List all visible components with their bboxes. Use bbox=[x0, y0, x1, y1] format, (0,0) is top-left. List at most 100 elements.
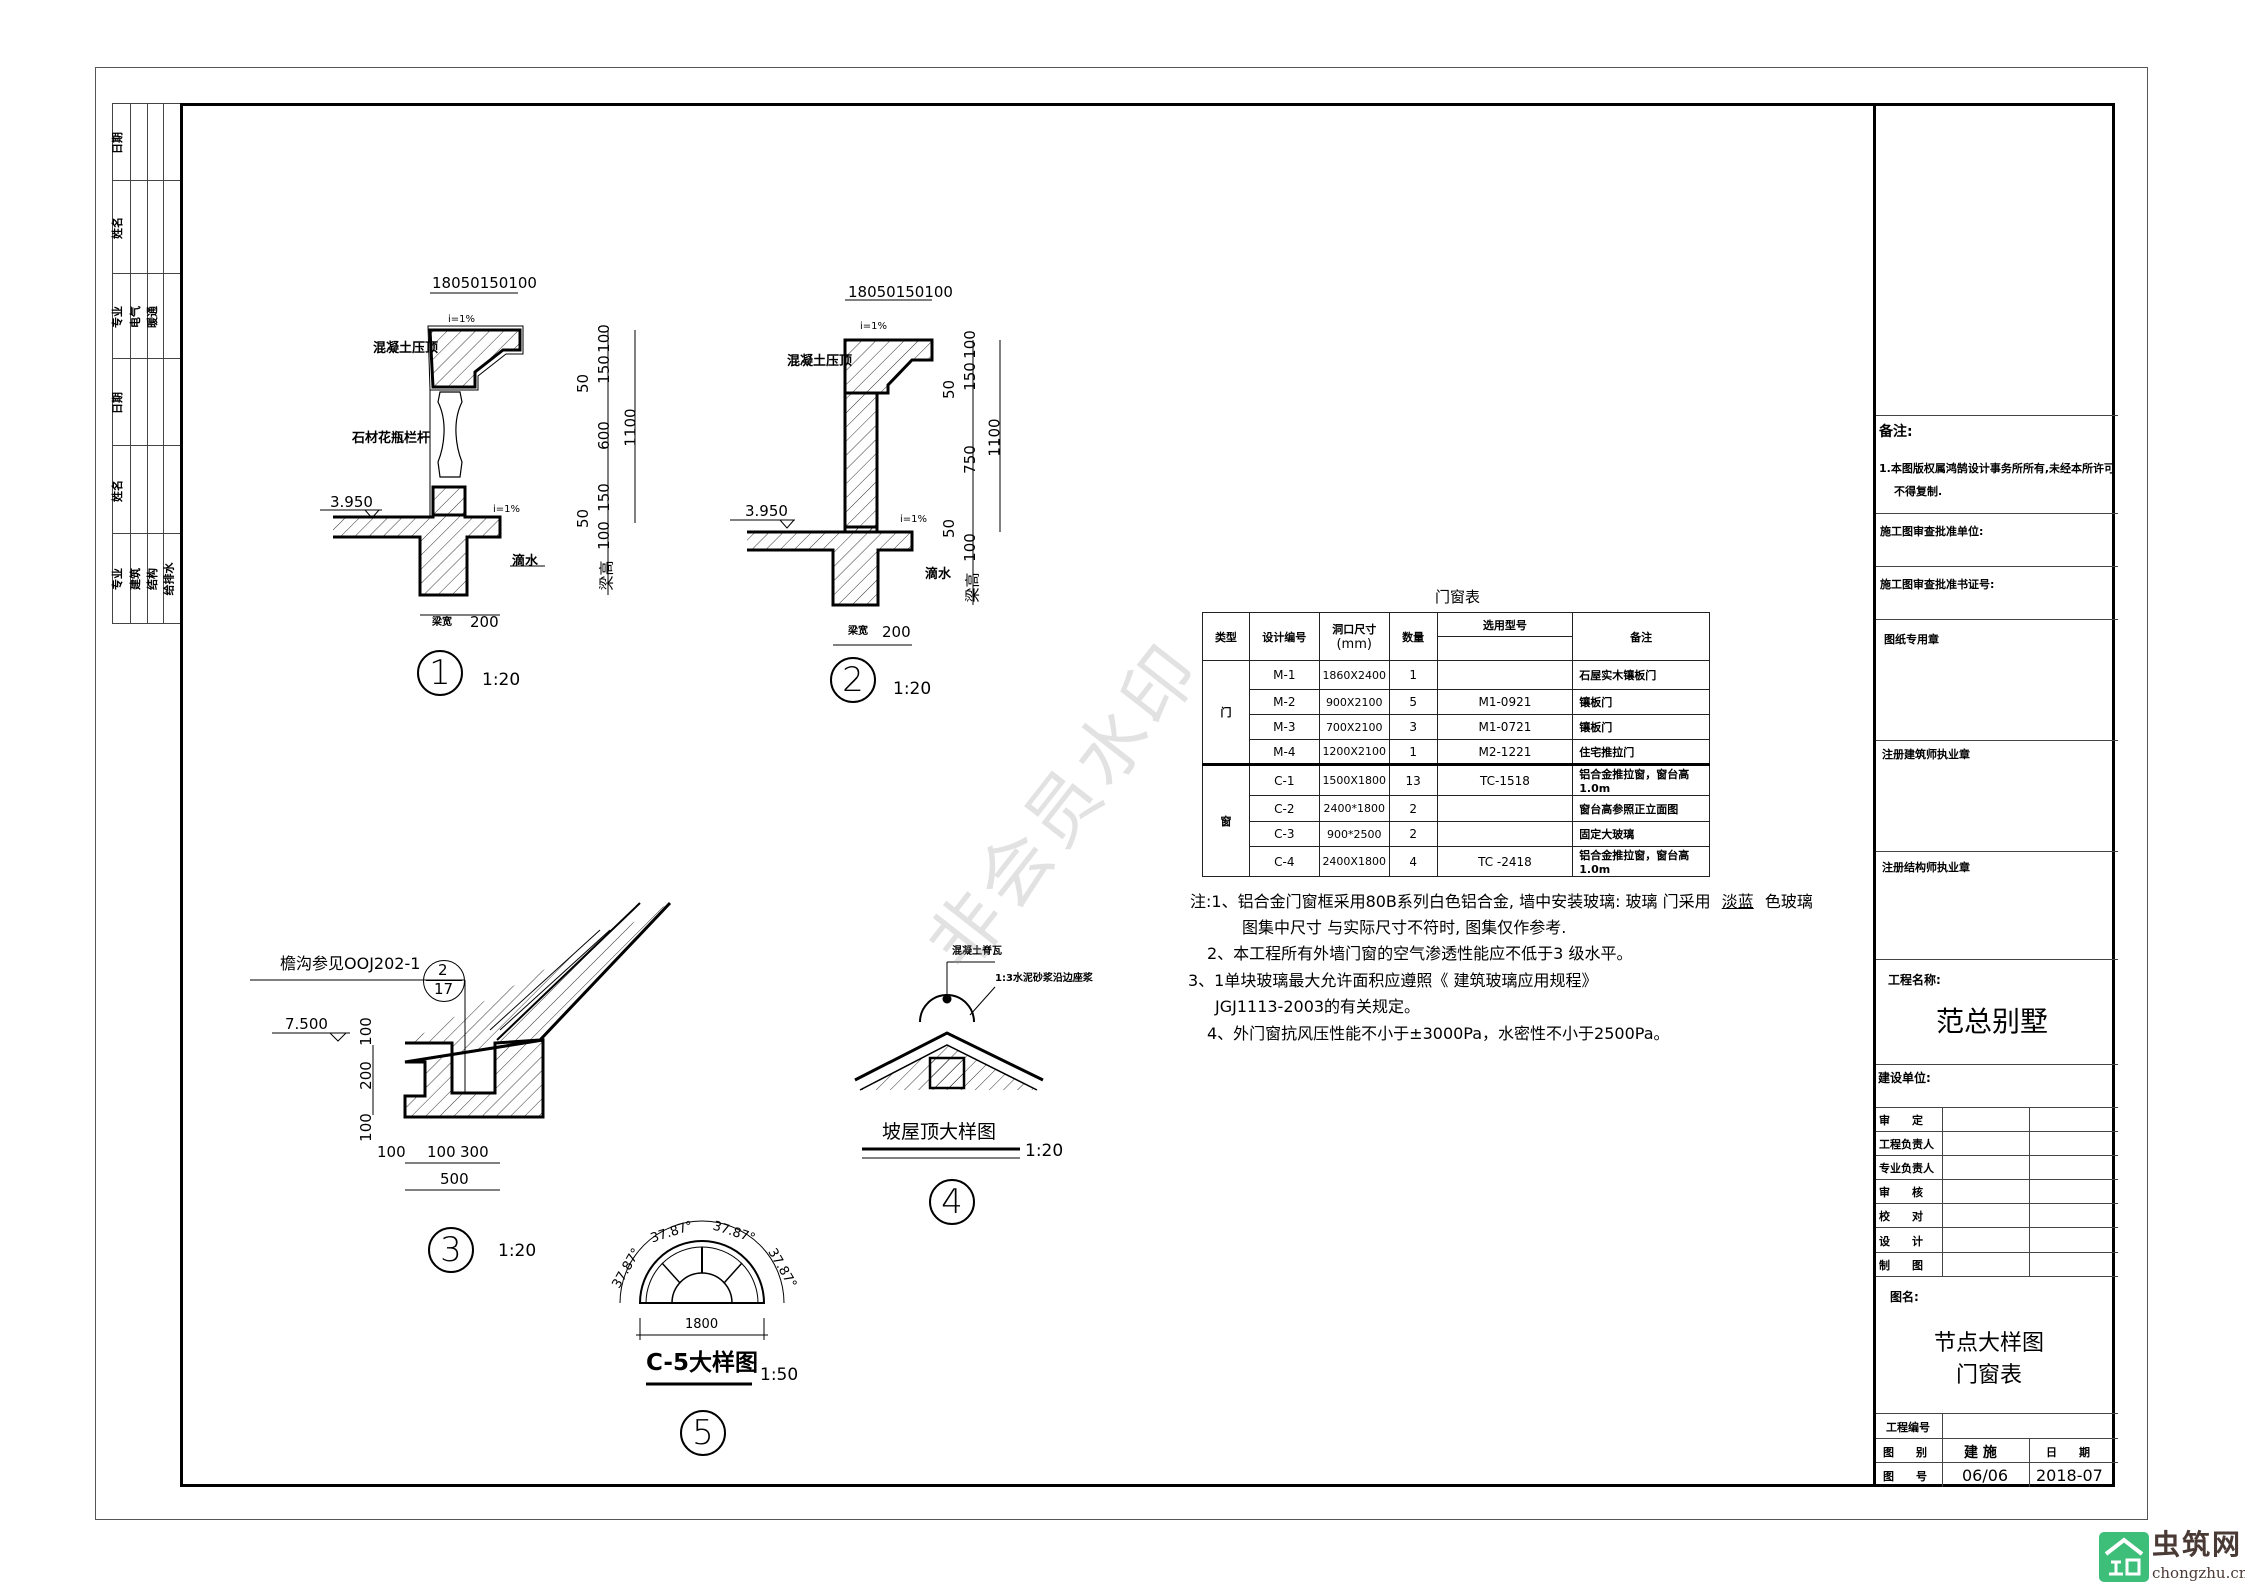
model-cell: TC -2418 bbox=[1436, 846, 1574, 877]
detail5-title: C-5大样图 bbox=[646, 1350, 758, 1376]
date-label: 日 期 bbox=[2046, 1446, 2090, 1459]
reference-bubble: 2 17 bbox=[423, 960, 465, 1002]
qty-cell: 1 bbox=[1388, 739, 1438, 766]
detail2-top-dims: 18050150100 bbox=[848, 283, 953, 301]
detail3-total: 500 bbox=[440, 1170, 469, 1188]
detail1-drip-label: 滴水 bbox=[512, 554, 539, 569]
detail2-total: 1100 bbox=[985, 418, 1004, 457]
detail2-beam-height: 梁高 bbox=[963, 572, 982, 603]
category-value: 建 施 bbox=[1964, 1445, 1997, 1461]
detail1-beam-height: 梁高 bbox=[597, 560, 616, 591]
detail1-dim: 150 bbox=[594, 483, 613, 512]
glass-color: 淡蓝 bbox=[1721, 892, 1754, 911]
sign-row-label: 制 图 bbox=[1879, 1259, 1923, 1272]
logo-url: chongzhu.cn bbox=[2152, 1564, 2245, 1582]
sign-row-label: 校 对 bbox=[1879, 1210, 1923, 1223]
structural-seal-label: 注册结构师执业章 bbox=[1882, 861, 1970, 874]
note-2: 2、本工程所有外墙门窗的空气渗透性能应不低于3 级水平。 bbox=[1207, 944, 1633, 963]
type-cell: 窗 bbox=[1202, 764, 1250, 877]
note-4: 4、外门窗抗风压性能不小于±3000Pa，水密性不小于2500Pa。 bbox=[1207, 1024, 1670, 1043]
type-cell: 门 bbox=[1202, 660, 1250, 766]
detail-1-section bbox=[320, 292, 636, 616]
qty-cell: 2 bbox=[1388, 821, 1438, 847]
remark-cell: 镶板门 bbox=[1572, 714, 1710, 740]
detail2-slope2: i=1% bbox=[900, 514, 928, 525]
detail-3-gutter bbox=[250, 901, 672, 1191]
detail2-slope: i=1% bbox=[860, 321, 888, 332]
sign-row-label: 工程负责人 bbox=[1879, 1138, 1934, 1151]
size-cell: 900*2500 bbox=[1318, 821, 1390, 847]
project-name-label: 工程名称: bbox=[1888, 973, 1941, 987]
remark-cell: 住宅推拉门 bbox=[1572, 739, 1710, 766]
header-model: 选用型号 bbox=[1436, 612, 1574, 637]
note-3: 3、1单块玻璃最大允许面积应遵照《 建筑玻璃应用规程》 bbox=[1188, 971, 1598, 990]
model-cell bbox=[1436, 795, 1574, 822]
drawing-name-label: 图名: bbox=[1890, 1290, 1919, 1304]
header-qty: 数量 bbox=[1388, 612, 1438, 661]
sign-row-label: 专业负责人 bbox=[1879, 1162, 1934, 1175]
left-sign-strip: 日期 姓名 专业 日期 姓名 专业 电气 建筑 暖通 结构 给排水 bbox=[111, 103, 180, 624]
detail3-vdim: 200 bbox=[356, 1061, 375, 1090]
detail4-scale: 1:20 bbox=[1025, 1141, 1064, 1161]
detail2-number: 2 bbox=[830, 657, 876, 703]
detail1-dim: 50 bbox=[574, 508, 593, 529]
detail4-number: 4 bbox=[929, 1179, 975, 1225]
code-cell: C-3 bbox=[1248, 821, 1320, 847]
approval-cert-label: 施工图审查批准书证号: bbox=[1880, 578, 1995, 591]
qty-cell: 1 bbox=[1388, 660, 1438, 690]
detail3-scale: 1:20 bbox=[498, 1241, 537, 1261]
model-cell: TC-1518 bbox=[1436, 764, 1574, 796]
ridge-tile-label: 混凝土脊瓦 bbox=[952, 946, 1002, 957]
client-label: 建设单位: bbox=[1878, 1071, 1931, 1085]
detail2-drip-label: 滴水 bbox=[925, 567, 952, 582]
architect-seal-label: 注册建筑师执业章 bbox=[1882, 748, 1970, 761]
mortar-label: 1:3水泥砂浆沿边座浆 bbox=[995, 973, 1093, 984]
detail3-number: 3 bbox=[428, 1227, 474, 1273]
code-cell: C-1 bbox=[1248, 764, 1320, 796]
qty-cell: 4 bbox=[1388, 846, 1438, 877]
note-3-cont: JGJ1113-2003的有关规定。 bbox=[1215, 997, 1421, 1016]
project-no-label: 工程编号 bbox=[1886, 1421, 1930, 1434]
title-block: 备注: 1.本图版权属鸿鹄设计事务所所有,未经本所许可 不得复制. 施工图审查批… bbox=[1873, 103, 2118, 1487]
detail1-dim: 100 bbox=[594, 521, 613, 550]
remark-cell: 固定大玻璃 bbox=[1572, 821, 1710, 847]
detail2-dim: 50 bbox=[940, 379, 959, 400]
size-cell: 2400X1800 bbox=[1318, 846, 1390, 877]
note-1-cont: 图集中尺寸 与实际尺寸不符时, 图集仅作参考. bbox=[1242, 918, 1567, 937]
model-cell: M1-0921 bbox=[1436, 689, 1574, 715]
model-cell: M2-1221 bbox=[1436, 739, 1574, 766]
category-label: 图 别 bbox=[1883, 1446, 1927, 1459]
sign-row-label: 审 定 bbox=[1879, 1114, 1923, 1127]
detail2-coping-label: 混凝土压顶 bbox=[787, 354, 853, 369]
size-cell: 2400*1800 bbox=[1318, 795, 1390, 822]
detail2-scale: 1:20 bbox=[893, 679, 932, 699]
qty-cell: 5 bbox=[1388, 689, 1438, 715]
detail2-beam-width: 梁宽 bbox=[848, 626, 868, 637]
qty-cell: 2 bbox=[1388, 795, 1438, 822]
remarks-copyright: 1.本图版权属鸿鹄设计事务所所有,未经本所许可 bbox=[1879, 462, 2116, 475]
detail1-slope2: i=1% bbox=[493, 504, 521, 515]
table-title: 门窗表 bbox=[1435, 588, 1481, 606]
sign-row-label: 设 计 bbox=[1879, 1235, 1923, 1248]
drawing-frame bbox=[180, 103, 2115, 1487]
window-width-dim: 1800 bbox=[685, 1317, 719, 1332]
remark-cell: 窗台高参照正立面图 bbox=[1572, 795, 1710, 822]
code-cell: M-2 bbox=[1248, 689, 1320, 715]
code-cell: M-4 bbox=[1248, 739, 1320, 766]
model-cell: M1-0721 bbox=[1436, 714, 1574, 740]
detail1-slope: i=1% bbox=[448, 314, 476, 325]
model-cell bbox=[1436, 660, 1574, 690]
remarks-title: 备注: bbox=[1879, 424, 1913, 440]
detail3-hdim: 100 bbox=[427, 1143, 456, 1161]
detail3-vdim: 100 bbox=[356, 1113, 375, 1142]
detail1-dim: 50 bbox=[574, 373, 593, 394]
sign-row-label: 审 核 bbox=[1879, 1186, 1923, 1199]
remark-cell: 铝合金推拉窗，窗台高1.0m bbox=[1572, 764, 1710, 796]
